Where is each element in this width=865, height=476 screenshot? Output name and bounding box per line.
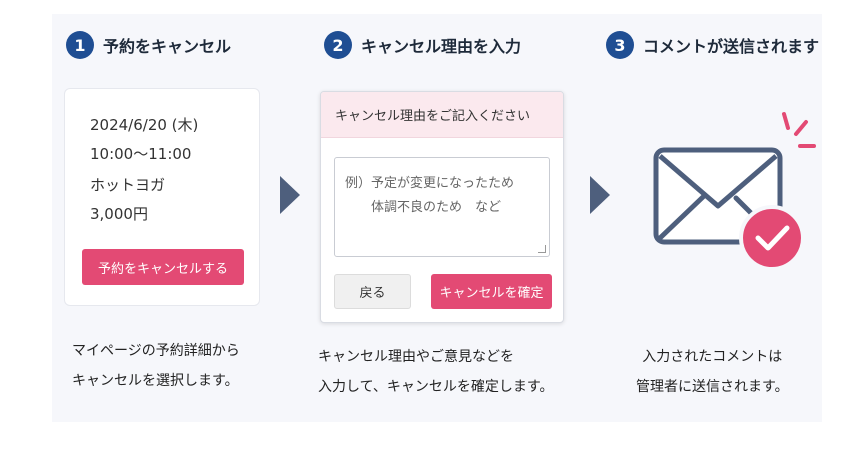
reservation-class: ホットヨガ bbox=[90, 176, 166, 194]
step-1-caption: マイページの予約詳細から キャンセルを選択します。 bbox=[72, 336, 240, 396]
envelope-icon bbox=[653, 112, 816, 271]
sparkle-lines-icon bbox=[782, 112, 816, 148]
reason-textarea[interactable]: 例）予定が変更になったため 体調不良のため など bbox=[334, 157, 550, 257]
step-1-number: 1 bbox=[66, 31, 94, 59]
arrow-right-icon bbox=[590, 176, 610, 214]
cancel-reason-dialog: キャンセル理由をご記入ください 例）予定が変更になったため 体調不良のため など… bbox=[320, 91, 564, 323]
placeholder-line-2: 体調不良のため など bbox=[371, 200, 502, 215]
check-circle-icon bbox=[739, 205, 805, 271]
dialog-header: キャンセル理由をご記入ください bbox=[321, 92, 563, 138]
step-3-header: 3 コメントが送信されます bbox=[606, 31, 819, 59]
step-3-caption: 入力されたコメントは 管理者に送信されます。 bbox=[636, 342, 789, 402]
step-2-caption: キャンセル理由やご意見などを 入力して、キャンセルを確定します。 bbox=[318, 342, 553, 402]
step-3-caption-line-1: 入力されたコメントは bbox=[642, 349, 783, 365]
step-2-header: 2 キャンセル理由を入力 bbox=[324, 31, 521, 59]
step-2-caption-line-2: 入力して、キャンセルを確定します。 bbox=[318, 379, 554, 395]
confirm-cancel-button[interactable]: キャンセルを確定 bbox=[431, 274, 552, 309]
step-3-caption-line-2: 管理者に送信されます。 bbox=[636, 379, 789, 395]
step-2-title: キャンセル理由を入力 bbox=[361, 37, 522, 56]
cancel-reservation-button[interactable]: 予約をキャンセルする bbox=[82, 249, 244, 285]
arrow-right-icon bbox=[280, 176, 300, 214]
step-2-number: 2 bbox=[324, 31, 352, 59]
reservation-date: 2024/6/20 (木) bbox=[90, 116, 199, 134]
reservation-price: 3,000円 bbox=[90, 205, 148, 223]
back-button[interactable]: 戻る bbox=[334, 274, 411, 309]
step-1-caption-line-1: マイページの予約詳細から bbox=[72, 343, 240, 359]
reservation-card: 2024/6/20 (木) 10:00〜11:00 ホットヨガ 3,000円 予… bbox=[64, 88, 260, 306]
placeholder-line-1: 例）予定が変更になったため bbox=[345, 176, 515, 191]
step-2-caption-line-1: キャンセル理由やご意見などを bbox=[318, 349, 514, 365]
resize-handle-icon[interactable] bbox=[538, 245, 546, 253]
step-1-caption-line-2: キャンセルを選択します。 bbox=[72, 373, 239, 389]
step-1-header: 1 予約をキャンセル bbox=[66, 31, 231, 59]
step-3-title: コメントが送信されます bbox=[643, 37, 820, 56]
step-1-title: 予約をキャンセル bbox=[103, 37, 232, 56]
step-3-number: 3 bbox=[606, 31, 634, 59]
reservation-time: 10:00〜11:00 bbox=[90, 145, 192, 163]
